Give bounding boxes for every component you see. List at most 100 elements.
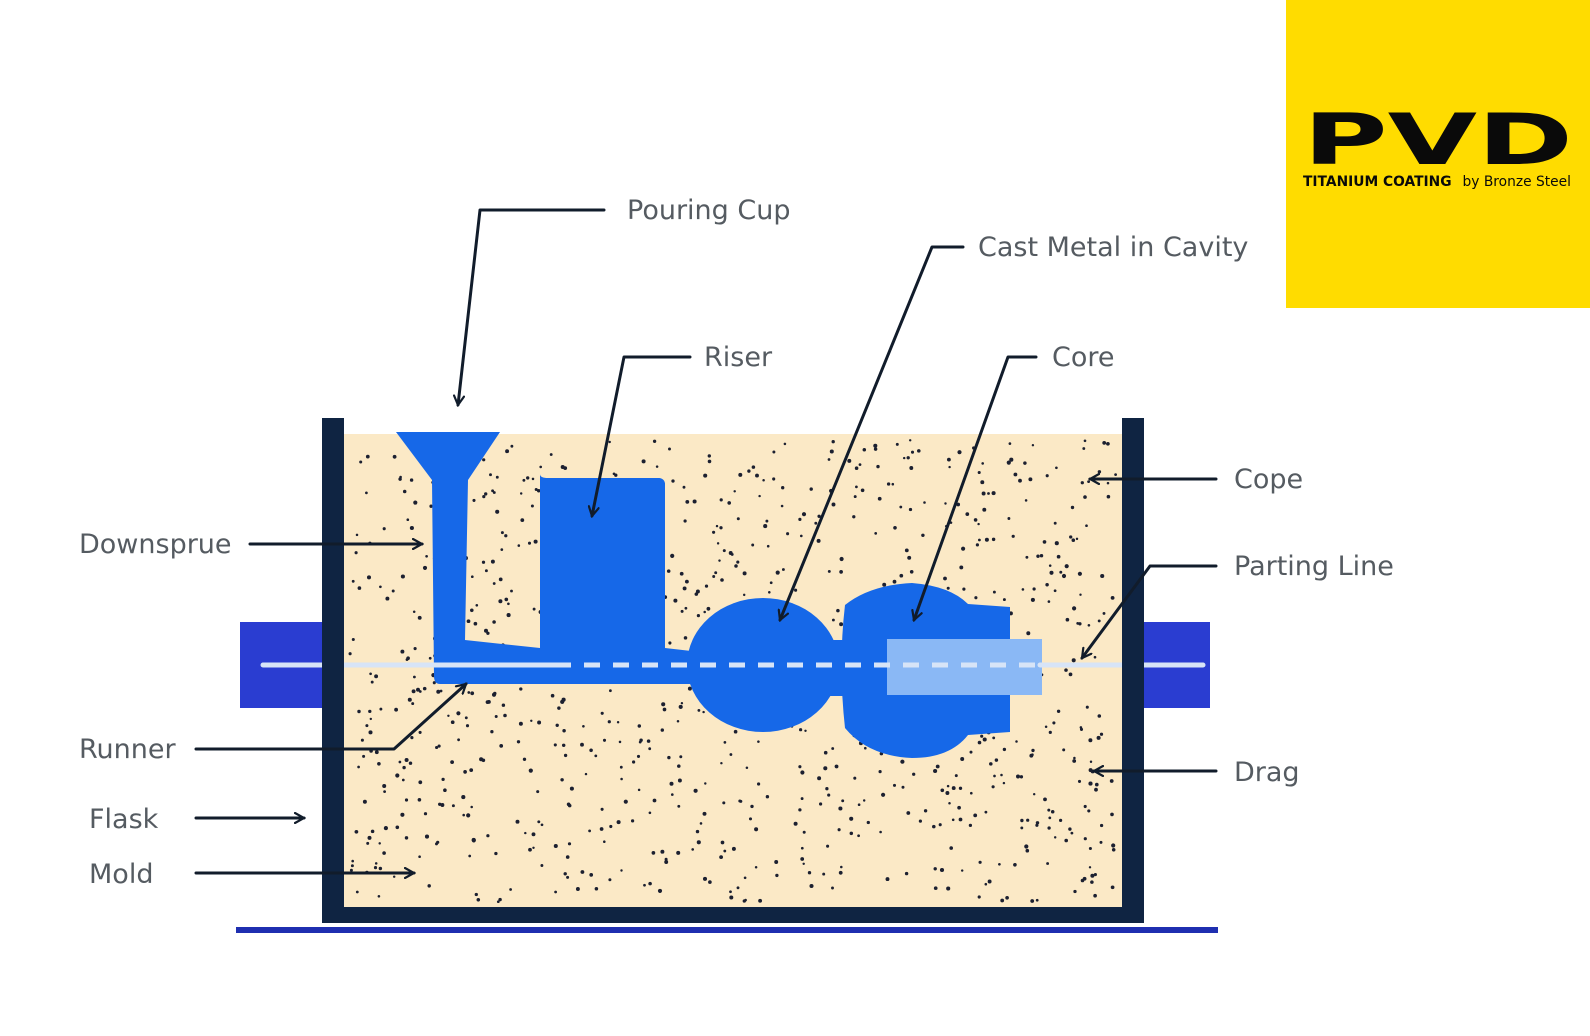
label-drag: Drag: [1234, 757, 1300, 788]
sand-grain: [751, 465, 756, 469]
sand-grain: [532, 607, 536, 611]
sand-grain: [742, 593, 746, 597]
sand-grain: [817, 514, 821, 518]
sand-grain: [1028, 477, 1033, 482]
sand-grain: [411, 689, 416, 694]
sand-grain: [652, 798, 657, 803]
sand-grain: [490, 730, 494, 734]
sand-grain: [816, 538, 821, 543]
sand-grain: [417, 615, 422, 620]
sand-grain: [608, 878, 612, 882]
sand-grain: [360, 738, 364, 742]
sand-grain: [1030, 899, 1035, 903]
sand-grain: [608, 440, 611, 444]
sand-grain: [648, 747, 652, 751]
sand-grain: [506, 613, 511, 618]
sand-grain: [837, 828, 841, 832]
sand-grain: [400, 649, 405, 654]
sand-grain: [580, 742, 584, 747]
sand-grain: [1064, 668, 1068, 672]
sand-grain: [921, 533, 925, 538]
sand-grain: [560, 699, 565, 704]
sand-grain: [1020, 818, 1024, 823]
sand-grain: [719, 526, 723, 530]
sand-grain: [1026, 818, 1030, 822]
sand-grain: [410, 736, 414, 740]
sand-grain: [715, 524, 719, 528]
sand-grain: [742, 571, 747, 576]
sand-grain: [1002, 598, 1006, 602]
sand-grain: [758, 494, 761, 498]
sand-grain: [904, 548, 909, 553]
sand-grain: [466, 813, 471, 818]
sand-grain: [712, 575, 716, 578]
sand-grain: [602, 738, 607, 742]
sand-grain: [908, 439, 912, 442]
sand-grain: [1024, 499, 1028, 502]
sand-grain: [906, 456, 910, 460]
sand-grain: [965, 512, 970, 516]
sand-grain: [530, 504, 534, 508]
sand-grain: [1069, 535, 1073, 539]
sand-grain: [825, 787, 829, 791]
sand-grain: [684, 579, 689, 584]
sand-grain: [712, 530, 716, 534]
sand-grain: [946, 784, 950, 788]
sand-grain: [1026, 631, 1031, 636]
sand-grain: [1102, 441, 1107, 445]
sand-grain: [533, 539, 538, 544]
sand-grain: [1079, 727, 1084, 731]
sand-grain: [932, 824, 936, 829]
sand-grain: [772, 477, 776, 481]
sand-grain: [493, 691, 497, 696]
sand-grain: [367, 835, 372, 840]
sand-grain: [831, 747, 835, 750]
sand-grain: [464, 716, 468, 720]
sand-grain: [768, 591, 771, 594]
sand-grain: [1018, 478, 1022, 483]
sand-grain: [783, 442, 787, 446]
sand-grain: [400, 812, 405, 817]
sand-grain: [351, 637, 355, 642]
sand-grain: [522, 757, 527, 761]
sand-grain: [781, 486, 785, 490]
sand-grain: [852, 515, 856, 519]
sand-grain: [1039, 553, 1044, 558]
sand-grain: [814, 521, 818, 525]
sand-grain: [509, 888, 512, 891]
sand-grain: [781, 568, 785, 571]
sand-grain: [984, 882, 988, 886]
sand-grain: [723, 849, 727, 853]
sand-grain: [873, 447, 878, 451]
sand-grain: [949, 846, 953, 850]
sand-grain: [662, 707, 667, 712]
sand-grain: [823, 750, 828, 755]
sand-grain: [648, 881, 652, 886]
sand-grain: [668, 641, 672, 645]
sand-grain: [406, 656, 410, 660]
sand-grain: [676, 719, 680, 723]
sand-grain: [1042, 540, 1047, 544]
sand-grain: [909, 570, 914, 574]
sand-grain: [670, 553, 675, 559]
sand-grain: [351, 579, 355, 583]
sand-grain: [765, 795, 770, 799]
sand-grain: [933, 867, 937, 871]
sand-grain: [620, 777, 623, 781]
sand-grain: [504, 597, 509, 602]
sand-grain: [540, 823, 544, 827]
sand-grain: [1021, 588, 1025, 591]
sand-grain: [549, 453, 553, 456]
sand-grain: [991, 785, 995, 789]
sand-grain: [857, 834, 860, 838]
sand-grain: [481, 560, 486, 564]
sand-grain: [706, 606, 711, 611]
sand-grain: [518, 721, 523, 726]
sand-grain: [948, 465, 951, 469]
sand-grain: [946, 886, 951, 891]
sand-grain: [974, 596, 978, 600]
sand-grain: [594, 754, 598, 758]
sand-grain: [643, 883, 646, 887]
sand-grain: [527, 541, 532, 545]
sand-grain: [531, 832, 536, 837]
